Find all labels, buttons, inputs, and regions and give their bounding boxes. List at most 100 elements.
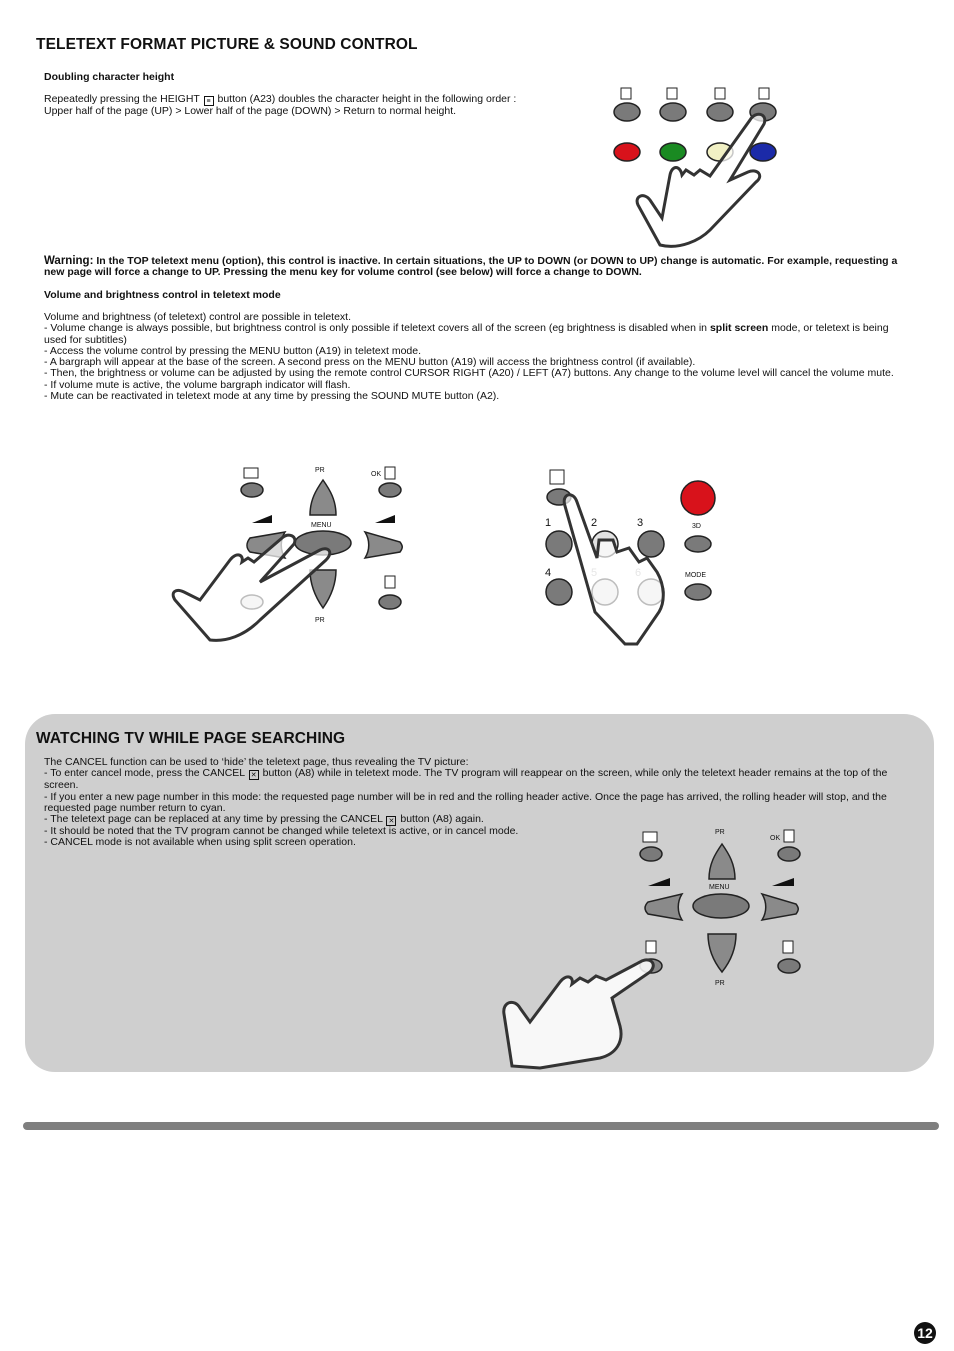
volume-line3: - A bargraph will appear at the base of … [44,356,696,369]
mute-keypad-illustration: 1 2 3 4 5 6 3D MODE [545,469,716,646]
list-icon [782,940,794,954]
cancel-line1-a: - To enter cancel mode, press the CANCEL [44,767,245,780]
3d-label: 3D [692,523,701,530]
warning-text: In the TOP teletext menu (option), this … [44,255,898,279]
key-3[interactable] [637,530,665,558]
cancel-illustration: PR MENU PR OK [502,829,801,1070]
pr-label-top: PR [315,467,325,474]
digit-2: 2 [591,517,597,529]
volume-line2: - Access the volume control by pressing … [44,344,422,357]
height-key-icon [620,87,632,100]
source-button[interactable] [240,482,264,498]
volume-line6: - Mute can be reactivated in teletext mo… [44,390,500,403]
digit-3: 3 [637,517,643,529]
volume-line1-a: - Volume change is always possible, but … [44,322,708,335]
menu-label: MENU [709,884,730,891]
volume-line1-bold: split screen [709,322,769,335]
pr-down-button[interactable] [707,933,737,974]
pointing-hand-icon [502,958,655,1070]
ok-teletext-icon [783,829,795,843]
doubling-text-b: button (A23) doubles the character heigh… [217,93,517,105]
volume-line1-b: mode, or teletext is being used for subt… [44,322,889,346]
green-button[interactable] [659,142,687,162]
pointing-hand-icon [635,112,767,248]
warning-label: Warning: [44,255,94,267]
pr-up-button[interactable] [309,478,337,516]
pr-down-button[interactable] [309,569,337,610]
volume-left-icon [648,878,670,886]
cancel-key-icon [645,940,657,954]
red-button[interactable] [613,142,641,162]
volume-intro: Volume and brightness (of teletext) cont… [44,311,352,323]
pr-up-button[interactable] [708,842,736,880]
watching-tv-panel [25,714,934,1072]
height-icon: ≡ [203,96,214,106]
teletext-button-3[interactable] [706,102,734,122]
list-icon [384,575,396,589]
teletext-buttons-illustration [613,87,777,248]
menu-cluster-illustration: PR MENU PR OK [171,466,403,642]
ok-label: OK [770,835,780,842]
teletext-button-1[interactable] [613,102,641,122]
volume-line4: - Then, the brightness or volume can be … [44,367,894,380]
list-button[interactable] [777,958,801,974]
cancel-line3-a: - The teletext page can be replaced at a… [44,813,383,826]
cancel-line4: - It should be noted that the TV program… [44,825,519,838]
cancel-line3: - The teletext page can be replaced at a… [44,813,914,827]
cancel-intro: The CANCEL function can be used to ‘hide… [44,756,469,768]
volume-left-icon [252,515,272,523]
reveal-key-icon [666,87,678,100]
input-source-icon [243,467,259,479]
doubling-text-line2: Upper half of the page (UP) > Lower half… [44,105,457,117]
hold-key-icon [758,87,770,100]
doubling-heading: Doubling character height [44,71,175,83]
power-button[interactable] [680,480,716,516]
cursor-right-button[interactable] [363,530,403,560]
cancel-text: The CANCEL function can be used to ‘hide… [44,756,914,849]
ok-button[interactable] [378,482,402,498]
cancel-line3-b: button (A8) again. [400,813,484,826]
cancel-line1-b: button (A8) while in teletext mode. The … [44,767,888,792]
pr-label-top: PR [715,829,725,836]
ok-label: OK [371,471,381,478]
volume-right-icon [375,515,395,523]
section-title-teletext-format: TELETEXT FORMAT PICTURE & SOUND CONTROL [36,36,418,53]
list-button[interactable] [378,594,402,610]
cancel-line1: - To enter cancel mode, press the CANCEL… [44,768,914,791]
cancel-icon: ✕ [386,816,397,827]
mute-icon [549,469,565,485]
pointing-hand-icon [171,533,332,642]
blue-button[interactable] [749,142,777,162]
pointing-hand-icon [562,493,665,646]
pr-label-bottom: PR [315,617,325,624]
digit-4: 4 [545,567,551,579]
page-number: 12 [914,1322,936,1344]
input-source-icon [642,831,658,843]
doubling-text-a: Repeatedly pressing the HEIGHT [44,93,200,105]
cancel-line5: - CANCEL mode is not available when usin… [44,836,356,849]
cursor-right-button[interactable] [760,892,799,922]
source-button[interactable] [639,846,663,862]
cursor-left-button[interactable] [644,892,684,922]
warning-block: Warning: In the TOP teletext menu (optio… [44,255,904,279]
mode-label: MODE [685,572,706,579]
digit-1: 1 [545,517,551,529]
key-1[interactable] [545,530,573,558]
volume-heading: Volume and brightness control in teletex… [44,289,281,301]
ok-button[interactable] [777,846,801,862]
menu-button[interactable] [692,893,750,919]
volume-line5: - If volume mute is active, the volume b… [44,378,351,391]
3d-button[interactable] [684,535,712,553]
section-title-watching-tv: WATCHING TV WHILE PAGE SEARCHING [36,730,346,747]
volume-text: Volume and brightness (of teletext) cont… [44,311,910,403]
teletext-button-2[interactable] [659,102,687,122]
footer-divider [23,1122,939,1130]
cancel-icon: ✕ [248,770,259,781]
ok-teletext-icon [384,466,396,480]
key-4[interactable] [545,578,573,606]
pr-label-bottom: PR [715,980,725,987]
volume-right-icon [772,878,794,886]
menu-label: MENU [311,522,332,529]
mode-button[interactable] [684,583,712,601]
index-key-icon [714,87,726,100]
